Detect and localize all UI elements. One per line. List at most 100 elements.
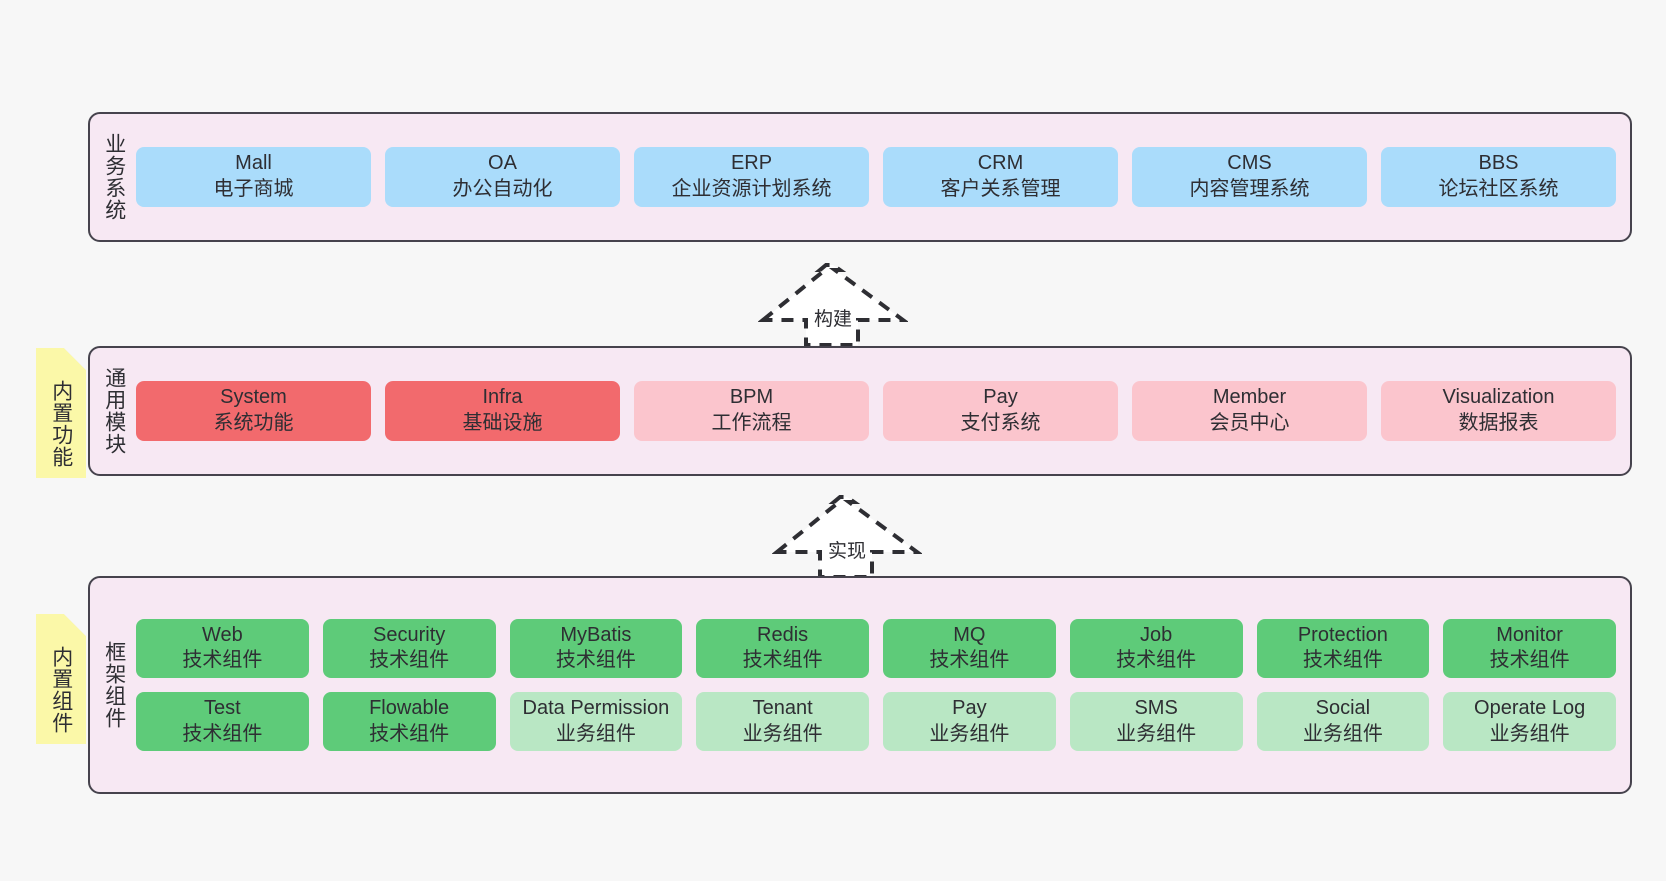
box-title: Mall	[235, 152, 272, 175]
box-title: Visualization	[1442, 386, 1555, 409]
box-subtitle: 业务组件	[555, 722, 636, 745]
layer-common-module: 通用模块 System 系统功能 Infra 基础设施 BPM 工作流程 Pay…	[88, 346, 1632, 476]
box-subtitle: 业务组件	[1489, 722, 1570, 745]
box-bbs[interactable]: BBS 论坛社区系统	[1381, 147, 1616, 207]
box-test[interactable]: Test 技术组件	[136, 692, 309, 752]
build-arrow: 构建	[758, 262, 908, 348]
box-title: Pay	[983, 386, 1018, 409]
box-title: BPM	[729, 386, 774, 409]
box-subtitle: 技术组件	[369, 722, 450, 745]
box-subtitle: 支付系统	[960, 412, 1041, 434]
box-operate-log[interactable]: Operate Log 业务组件	[1443, 692, 1616, 752]
box-row: System 系统功能 Infra 基础设施 BPM 工作流程 Pay 支付系统…	[136, 381, 1616, 441]
box-crm[interactable]: CRM 客户关系管理	[883, 147, 1118, 207]
note-fold-corner-icon	[64, 348, 86, 370]
box-subtitle: 内容管理系统	[1189, 178, 1310, 200]
box-subtitle: 办公自动化	[452, 178, 553, 200]
box-subtitle: 电子商城	[213, 178, 294, 200]
box-visualization[interactable]: Visualization 数据报表	[1381, 381, 1616, 441]
box-subtitle: 数据报表	[1458, 412, 1539, 434]
layer-framework-component-body: Web 技术组件 Security 技术组件 MyBatis 技术组件 Redi…	[132, 578, 1630, 792]
box-cms[interactable]: CMS 内容管理系统	[1132, 147, 1367, 207]
box-subtitle: 会员中心	[1209, 412, 1290, 434]
box-title: Tenant	[752, 697, 813, 719]
box-subtitle: 业务组件	[1302, 722, 1383, 745]
box-title: CRM	[977, 152, 1024, 175]
box-subtitle: 业务组件	[929, 722, 1010, 745]
box-title: ERP	[730, 152, 773, 175]
box-social[interactable]: Social 业务组件	[1256, 692, 1430, 752]
box-title: Member	[1212, 386, 1287, 409]
note-label: 内置组件	[49, 646, 73, 734]
box-title: OA	[488, 152, 517, 175]
box-title: Pay	[952, 697, 987, 719]
layer-common-module-body: System 系统功能 Infra 基础设施 BPM 工作流程 Pay 支付系统…	[132, 348, 1630, 474]
box-subtitle: 业务组件	[1116, 722, 1197, 745]
box-row: Mall 电子商城 OA 办公自动化 ERP 企业资源计划系统 CRM 客户关系…	[136, 147, 1616, 207]
box-mall[interactable]: Mall 电子商城	[136, 147, 371, 207]
box-subtitle: 技术组件	[1302, 649, 1383, 672]
note-fold-corner-icon	[64, 614, 86, 636]
layer-common-module-title: 通用模块	[102, 367, 126, 455]
box-title: Redis	[757, 623, 809, 646]
box-bpm[interactable]: BPM 工作流程	[634, 381, 869, 441]
box-title: Infra	[482, 386, 523, 409]
box-title: Data Permission	[522, 697, 670, 719]
implement-arrow: 实现	[772, 494, 922, 580]
box-title: CMS	[1227, 152, 1272, 175]
box-row: Test 技术组件 Flowable 技术组件 Data Permission …	[136, 692, 1616, 752]
box-subtitle: 技术组件	[369, 649, 450, 672]
note-builtin-component: 内置组件	[36, 614, 86, 744]
box-title: MQ	[953, 623, 986, 646]
box-subtitle: 基础设施	[462, 412, 543, 434]
box-mybatis[interactable]: MyBatis 技术组件	[509, 618, 683, 678]
box-subtitle: 技术组件	[182, 722, 263, 745]
box-data-permission[interactable]: Data Permission 业务组件	[509, 692, 683, 752]
box-protection[interactable]: Protection 技术组件	[1256, 618, 1430, 678]
box-title: Monitor	[1496, 623, 1563, 646]
box-subtitle: 工作流程	[711, 412, 792, 434]
box-flowable[interactable]: Flowable 技术组件	[322, 692, 496, 752]
box-subtitle: 客户关系管理	[940, 178, 1061, 200]
note-label: 内置功能	[49, 380, 73, 468]
box-row: Web 技术组件 Security 技术组件 MyBatis 技术组件 Redi…	[136, 618, 1616, 678]
box-subtitle: 技术组件	[742, 649, 823, 672]
box-title: Web	[201, 623, 243, 646]
box-monitor[interactable]: Monitor 技术组件	[1443, 618, 1616, 678]
box-web[interactable]: Web 技术组件	[136, 618, 309, 678]
box-title: BBS	[1478, 152, 1519, 175]
box-subtitle: 论坛社区系统	[1438, 178, 1559, 200]
box-subtitle: 技术组件	[1489, 649, 1570, 672]
box-subtitle: 企业资源计划系统	[671, 178, 832, 200]
box-mq[interactable]: MQ 技术组件	[883, 618, 1056, 678]
box-subtitle: 业务组件	[742, 722, 823, 745]
note-builtin-feature: 内置功能	[36, 348, 86, 478]
box-title: Security	[373, 623, 446, 646]
box-subtitle: 系统功能	[213, 412, 294, 434]
layer-business-system: 业务系统 Mall 电子商城 OA 办公自动化 ERP 企业资源计划系统 CRM…	[88, 112, 1632, 242]
box-oa[interactable]: OA 办公自动化	[385, 147, 620, 207]
box-subtitle: 技术组件	[182, 649, 263, 672]
layer-business-system-title: 业务系统	[102, 133, 126, 221]
box-subtitle: 技术组件	[1116, 649, 1197, 672]
box-infra[interactable]: Infra 基础设施	[385, 381, 620, 441]
box-erp[interactable]: ERP 企业资源计划系统	[634, 147, 869, 207]
box-title: Test	[204, 697, 241, 719]
box-job[interactable]: Job 技术组件	[1069, 618, 1243, 678]
box-security[interactable]: Security 技术组件	[322, 618, 496, 678]
box-title: SMS	[1134, 697, 1178, 719]
layer-business-system-body: Mall 电子商城 OA 办公自动化 ERP 企业资源计划系统 CRM 客户关系…	[132, 114, 1630, 240]
box-title: Flowable	[369, 697, 450, 719]
box-tenant[interactable]: Tenant 业务组件	[696, 692, 869, 752]
box-sms[interactable]: SMS 业务组件	[1069, 692, 1243, 752]
box-pay[interactable]: Pay 支付系统	[883, 381, 1118, 441]
box-title: Protection	[1297, 623, 1388, 646]
box-subtitle: 技术组件	[555, 649, 636, 672]
box-member[interactable]: Member 会员中心	[1132, 381, 1367, 441]
box-title: Social	[1315, 697, 1371, 719]
box-redis[interactable]: Redis 技术组件	[696, 618, 869, 678]
box-pay-business[interactable]: Pay 业务组件	[883, 692, 1056, 752]
box-title: Operate Log	[1474, 697, 1586, 719]
box-system[interactable]: System 系统功能	[136, 381, 371, 441]
